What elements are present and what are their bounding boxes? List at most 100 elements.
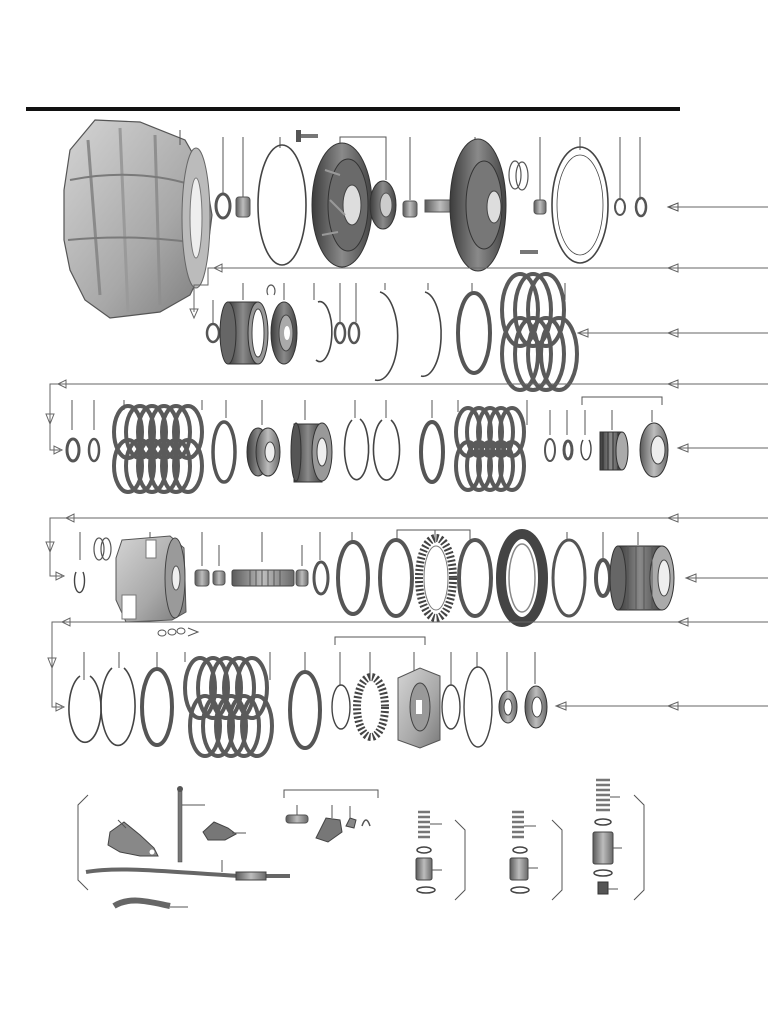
valve-piston (415, 857, 433, 881)
small-clips (157, 627, 200, 637)
snap-ring (68, 675, 102, 744)
snap-ring (73, 571, 86, 594)
connector-row-3-4 (45, 513, 768, 581)
steel-plate (457, 538, 493, 618)
link-rod (85, 860, 290, 881)
bushing (235, 196, 251, 218)
seal-ring (463, 666, 493, 748)
spring-clip (361, 819, 371, 827)
roller-clutch (415, 534, 457, 622)
shift-rod (177, 786, 205, 863)
valve-piston (592, 831, 614, 865)
row-4-outlet-arrow (684, 573, 768, 583)
group-bracket-top (283, 789, 379, 798)
friction-plate (551, 538, 587, 618)
bushing (212, 570, 226, 586)
row-3-outlet-arrow (676, 443, 768, 453)
sprag-gear (353, 673, 389, 741)
clutch-drum (639, 422, 669, 478)
pins (285, 805, 309, 824)
washer (634, 196, 648, 218)
connector-row-1-2 (189, 263, 768, 320)
snap-ring (266, 284, 276, 296)
friction-plate (211, 420, 237, 484)
clutch-pack (454, 406, 526, 492)
washer (544, 438, 556, 462)
friction-plate (288, 670, 322, 750)
spring (596, 778, 610, 812)
washer (312, 560, 330, 596)
row-5-outlet-arrow (554, 701, 768, 711)
input-shaft (231, 569, 295, 587)
connector-row-4-5 (47, 617, 768, 712)
friction-plate (336, 540, 370, 616)
valve-piston (509, 857, 529, 881)
row-6 (77, 778, 645, 909)
bracket (107, 819, 159, 857)
seal-rings (93, 537, 112, 561)
bushing (295, 569, 309, 587)
clutch-drum (397, 667, 441, 749)
washer (614, 198, 626, 216)
seal (593, 869, 613, 877)
clutch-pack (183, 656, 274, 758)
valve-group-2 (509, 810, 563, 901)
snap-ring (315, 300, 333, 363)
connector-row-2-3 (45, 379, 768, 455)
row-2-outlet-arrow (576, 328, 768, 338)
snap-ring (580, 439, 592, 461)
clutch-pack (500, 272, 579, 392)
washer (562, 439, 574, 461)
seal-ring (257, 144, 307, 266)
valve-group-3 (592, 778, 645, 901)
snap-ring (374, 291, 399, 382)
seal (416, 846, 432, 854)
clutch-pack (112, 404, 204, 494)
seal (594, 818, 612, 826)
bearing (524, 685, 548, 729)
friction-plate (419, 420, 445, 484)
row-3 (65, 396, 768, 494)
row-1-outlet-arrow (666, 202, 768, 212)
seal (512, 846, 528, 854)
lever (315, 805, 343, 843)
snap-ring (372, 419, 401, 481)
washer (347, 321, 361, 345)
row-5 (68, 636, 768, 758)
seal (510, 886, 530, 894)
clip (508, 160, 529, 191)
bushing (402, 200, 418, 218)
pin (345, 806, 357, 829)
gear-set (599, 431, 629, 471)
plug (597, 881, 609, 895)
pump-gear (369, 180, 397, 230)
oil-pump-cover (311, 142, 373, 268)
ring-gear (219, 301, 269, 365)
seal-ring (441, 684, 461, 730)
arm (112, 897, 188, 909)
washer (65, 437, 81, 463)
leader-lines-row-1 (179, 130, 641, 200)
spring (418, 810, 430, 839)
snap-ring (420, 291, 442, 378)
seal (416, 886, 436, 894)
washer (205, 322, 221, 344)
washer (87, 437, 101, 463)
washer (333, 321, 347, 345)
linkage-arm (202, 821, 246, 841)
steel-plate (378, 538, 414, 618)
oil-pump-body (424, 138, 538, 272)
spring (512, 810, 524, 839)
row-1 (63, 119, 768, 319)
friction-plate (140, 667, 174, 747)
ring-gear-housing (609, 545, 675, 611)
bearing (498, 690, 518, 724)
snap-ring (100, 667, 136, 747)
friction-plate (456, 291, 492, 375)
clutch-hub (290, 422, 333, 483)
pump-gasket (551, 146, 609, 264)
snap-ring (343, 418, 370, 481)
sun-gear (270, 301, 298, 365)
